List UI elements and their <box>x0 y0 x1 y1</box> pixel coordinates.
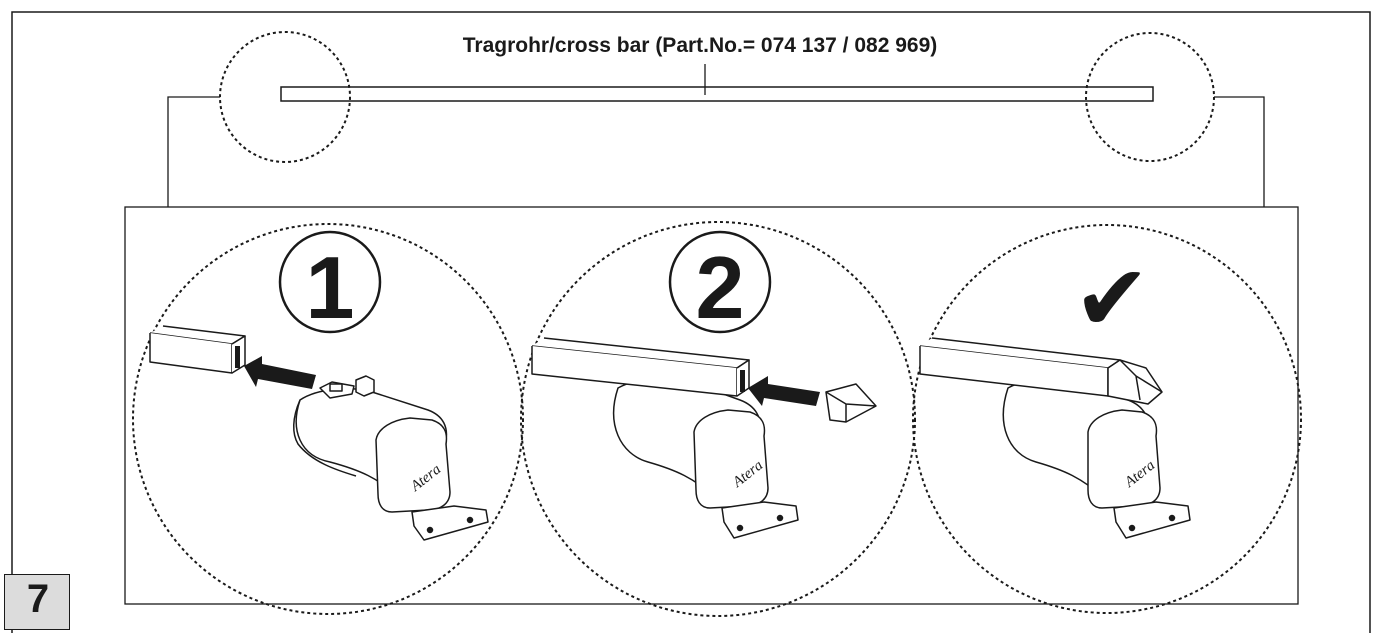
step2-illustration <box>531 337 877 539</box>
step1-dashed-circle <box>132 223 524 615</box>
left-end-detail-circle <box>219 31 351 163</box>
left-connector-line <box>167 96 220 207</box>
step-badge: 7 <box>4 574 70 630</box>
cross-bar-title: Tragrohr/cross bar (Part.No.= 074 137 / … <box>462 34 938 57</box>
step3-illustration <box>919 337 1191 539</box>
step3-dashed-circle <box>912 224 1302 614</box>
step1-number: 1 <box>306 238 355 337</box>
step2-insert-arrow <box>748 376 820 406</box>
step1-number-circle <box>278 230 382 334</box>
step-badge-number: 7 <box>26 577 50 621</box>
checkmark-icon: ✔ <box>1073 245 1150 352</box>
step2-number-circle <box>668 230 772 334</box>
step1-illustration <box>149 325 489 541</box>
right-connector-line <box>1214 96 1265 207</box>
detail-panel <box>124 206 1299 605</box>
step1-insert-arrow <box>244 356 316 389</box>
step2-number: 2 <box>696 238 745 337</box>
cross-bar-overview <box>280 86 1154 102</box>
step2-dashed-circle <box>520 221 916 617</box>
outer-frame <box>11 11 1371 633</box>
